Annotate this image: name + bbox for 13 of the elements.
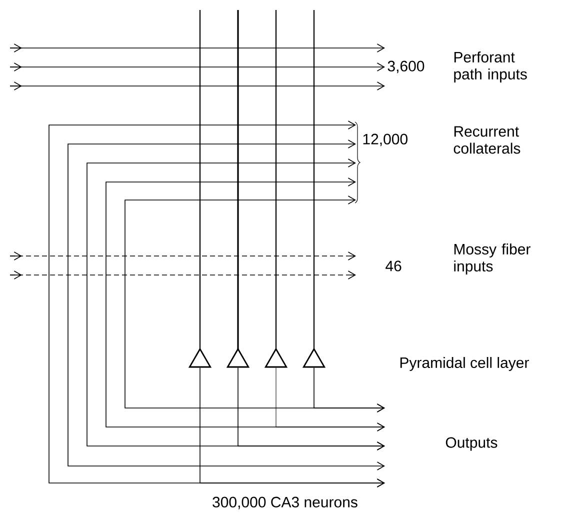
text-label: Outputs [446,437,498,451]
text-label: 46 [386,260,402,272]
text-label: 300,000 CA3 neurons [212,496,358,510]
output-axon [238,367,385,450]
text-label: Pyramidal cell layer [400,357,529,371]
output-axon [314,367,385,412]
text-label: 3,600 [388,60,424,74]
output-axon [276,367,385,432]
text-label: Mossy fiber inputs [454,244,530,274]
text-label: Perforant path inputs [454,52,527,82]
text-label: Recurrent collaterals [454,126,520,154]
text-label: 12,000 [363,134,408,146]
output-axon [200,367,385,488]
